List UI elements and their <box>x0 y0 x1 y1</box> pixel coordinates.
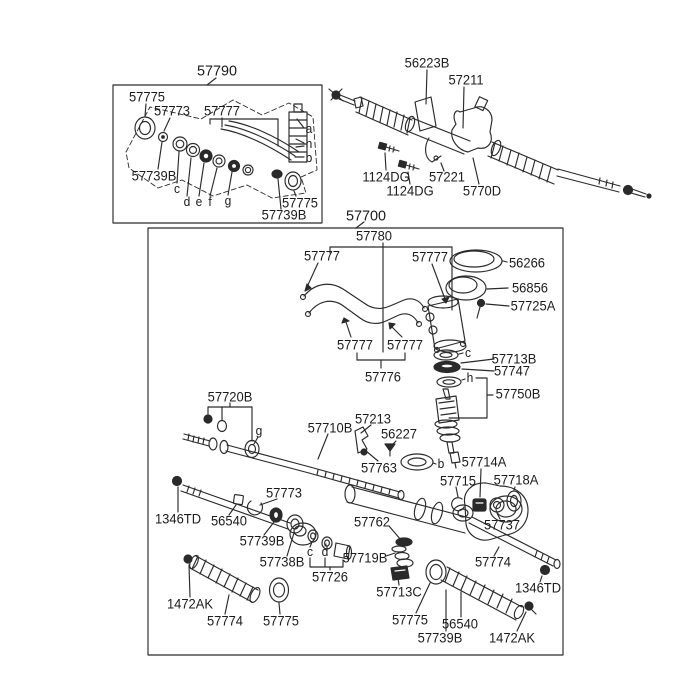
valve-body-main <box>425 295 467 354</box>
kit-seal-row <box>134 116 254 176</box>
rack-bar <box>182 433 405 501</box>
assembly-art <box>328 69 652 199</box>
gear-housing-assembly <box>404 96 471 163</box>
inset-kit-art <box>112 77 323 224</box>
valve-body-assembly <box>451 96 502 157</box>
gear-housing-main <box>344 482 529 547</box>
bellows-left-assembly <box>355 96 413 136</box>
pinion-small-parts <box>400 453 522 520</box>
kit-phantom-outline <box>125 99 318 199</box>
tie-rod-left-main <box>171 475 317 546</box>
bushing-seal-cluster <box>232 494 353 571</box>
mount-bracket-group <box>354 424 397 462</box>
tie-rod-end-left <box>328 88 364 109</box>
valve-seal-rings <box>433 349 495 419</box>
main-art <box>147 221 564 656</box>
bellows-right-assembly <box>487 141 559 185</box>
tie-rod-right-assembly <box>556 168 652 199</box>
bellows-left-main <box>183 554 290 615</box>
pinion-seal-stack <box>385 525 414 586</box>
kit-leader-lines <box>144 103 305 210</box>
assembly-leader-lines <box>384 69 480 185</box>
kit-tube-bundle <box>209 117 300 161</box>
tie-rod-right-main <box>415 504 561 614</box>
rack-stopper-group <box>203 402 260 459</box>
feed-tubes <box>299 242 453 369</box>
bellows-right-main <box>440 564 551 632</box>
dust-cover-parts <box>445 249 510 319</box>
inset-kit-box <box>112 84 323 224</box>
pinion-shaft <box>434 388 461 469</box>
mount-bolts <box>377 141 420 171</box>
